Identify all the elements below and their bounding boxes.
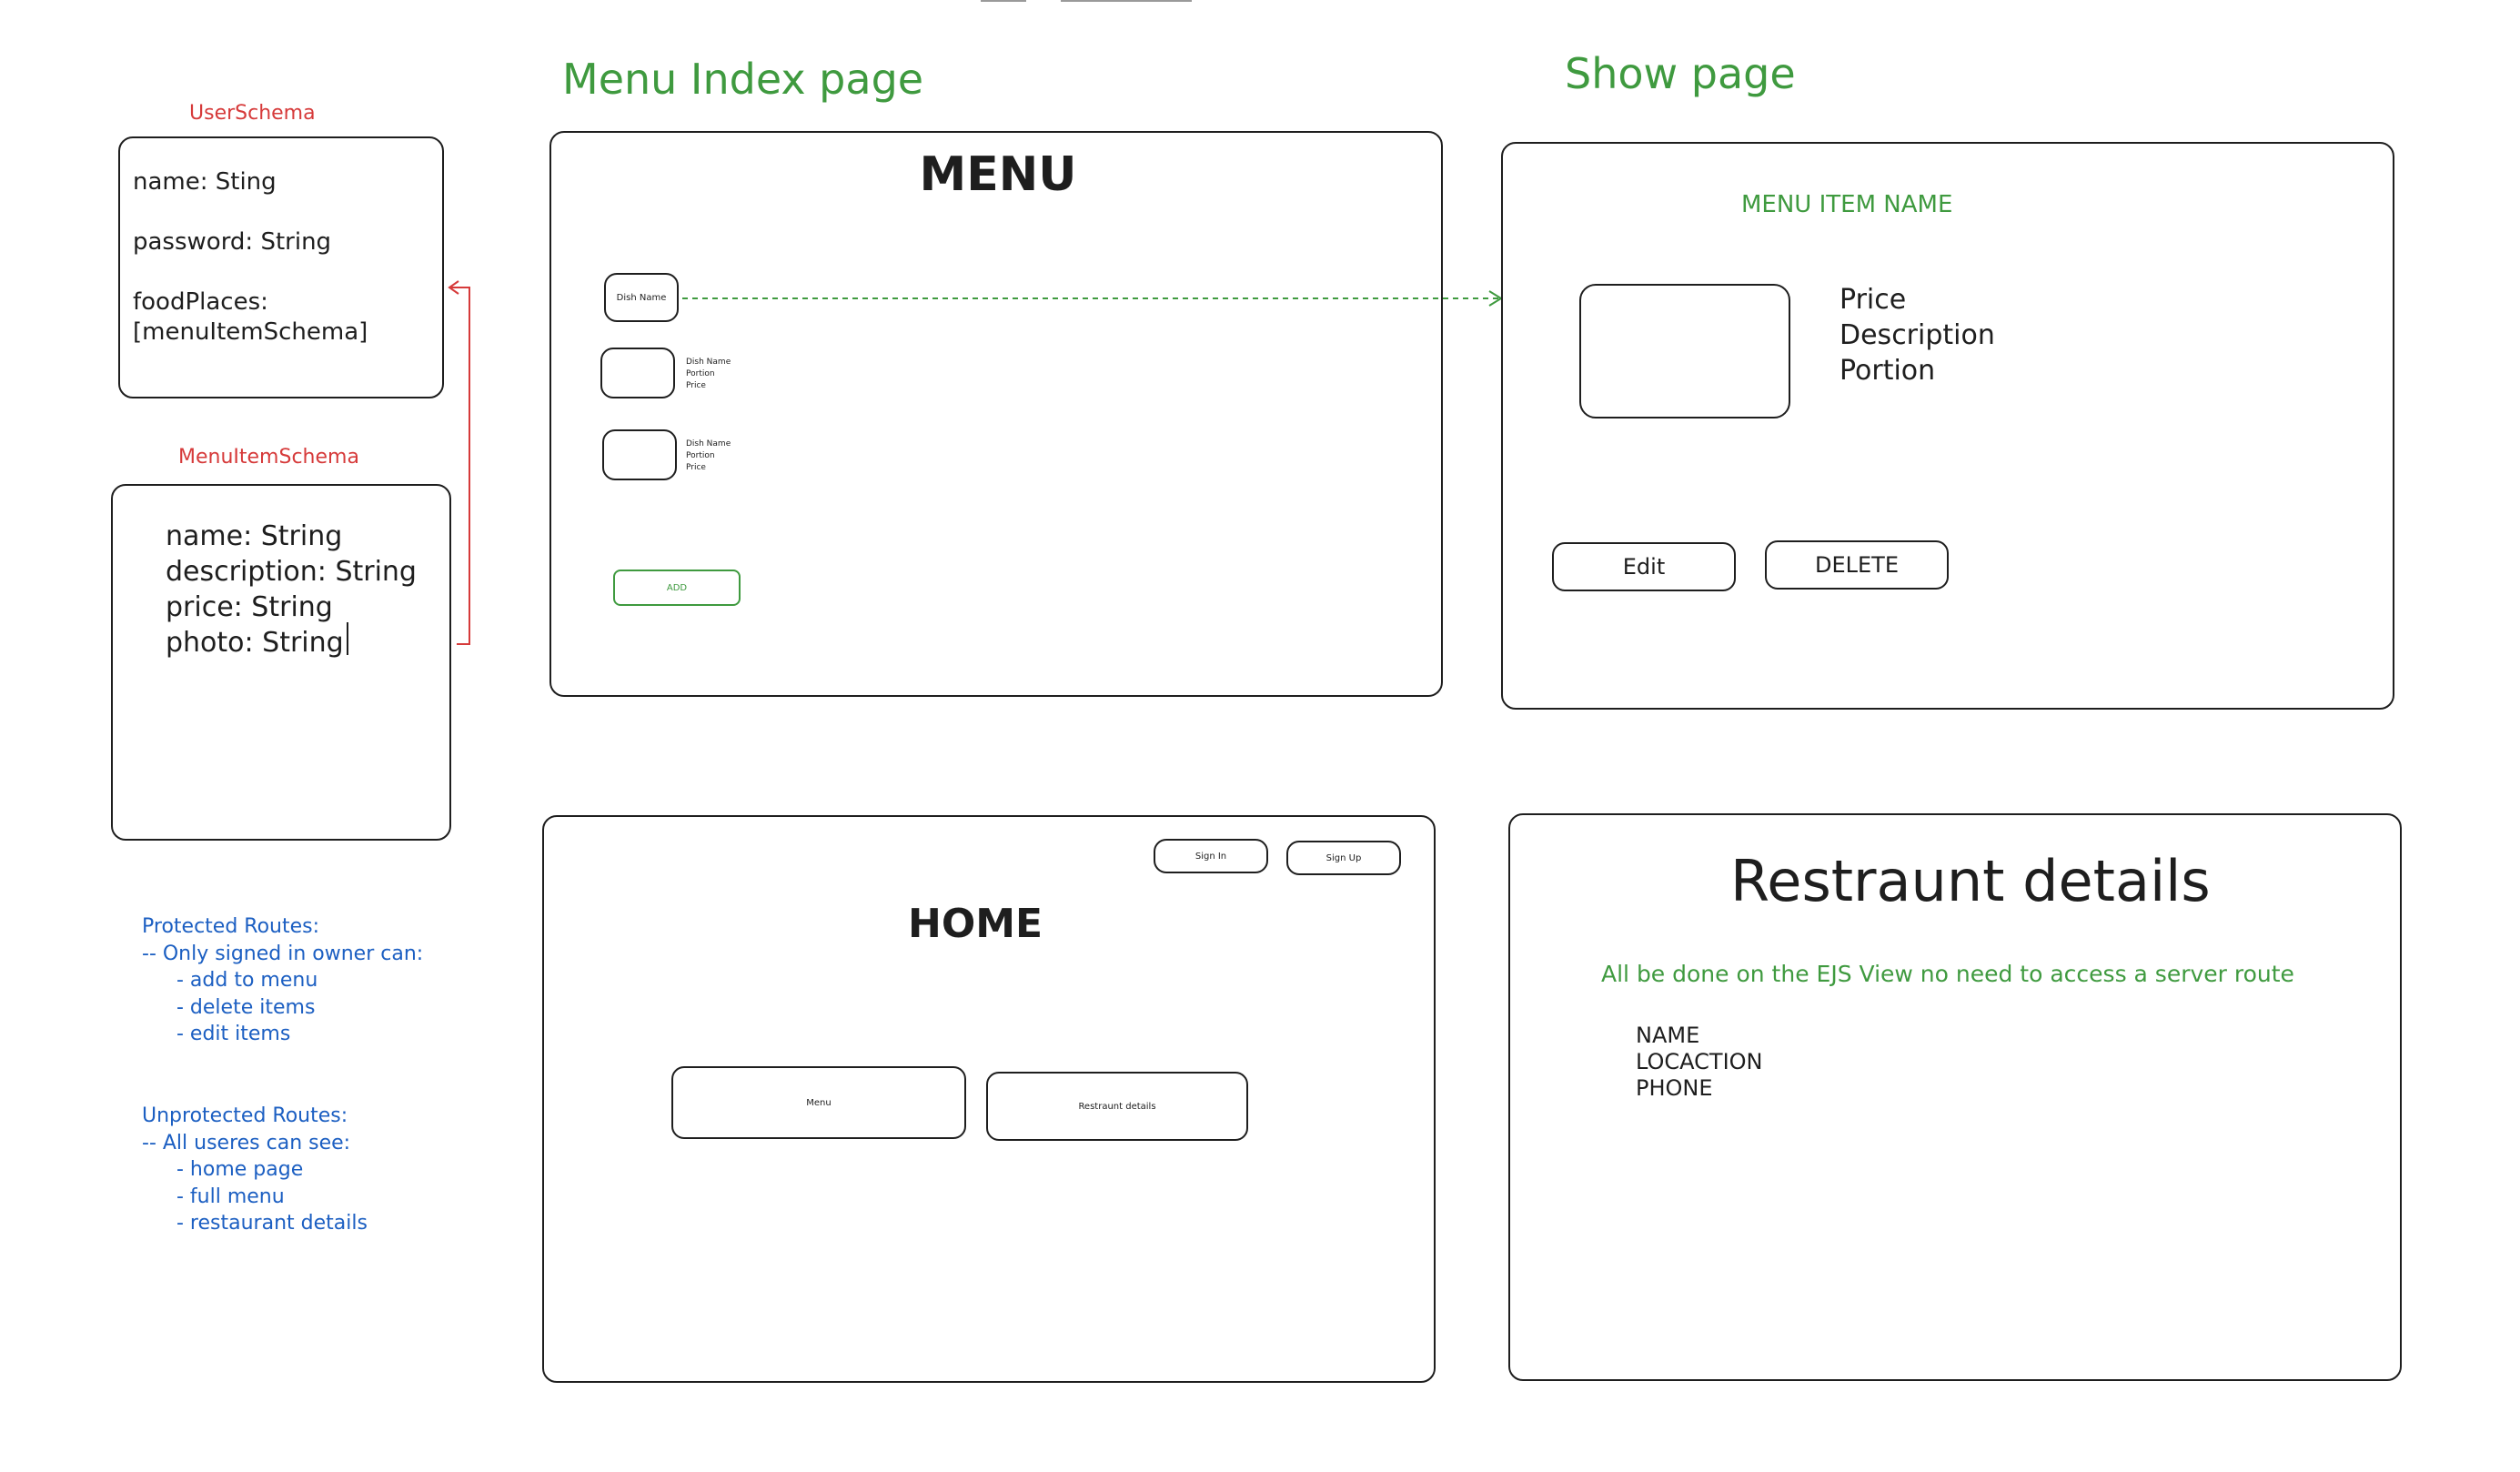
menu-item-schema-title: MenuItemSchema [178,446,359,469]
delete-button[interactable]: DELETE [1765,540,1949,590]
restaurant-field: LOCACTION [1636,1049,1763,1074]
restaurant-details-button-label: Restraunt details [1078,1101,1156,1112]
user-schema-line: foodPlaces: [133,288,268,316]
sign-in-button[interactable]: Sign In [1154,839,1268,873]
delete-button-label: DELETE [1814,552,1899,578]
restaurant-details-note: All be done on the EJS View no need to a… [1601,961,2294,987]
dish-card-3-line: Price [686,463,706,472]
show-page-title: Show page [1565,49,1796,98]
protected-route-item: - edit items [176,1023,291,1045]
top-mark-left [981,0,1026,2]
user-schema-line [133,197,368,227]
protected-route-item: - delete items [176,995,316,1019]
menu-item-schema-line: price: String [166,591,333,623]
sign-in-label: Sign In [1194,851,1227,862]
menu-button[interactable]: Menu [671,1066,966,1139]
menu-index-page-title: Menu Index page [562,55,924,104]
menu-item-detail: Description [1840,319,1995,351]
menu-to-show-arrowhead [1488,290,1503,307]
restaurant-field: PHONE [1636,1075,1713,1101]
dish-card-2-line: Dish Name [686,358,731,367]
protected-routes-title: Protected Routes: [142,915,320,938]
schema-connector-arrowhead [448,280,459,295]
user-schema-box: name: Sting password: String foodPlaces:… [118,136,444,398]
user-schema-fields: name: Sting password: String foodPlaces:… [133,167,368,348]
menu-item-photo [1579,284,1790,418]
add-button[interactable]: ADD [613,570,741,606]
unprotected-routes-title: Unprotected Routes: [142,1104,348,1127]
unprotected-route-item: - full menu [176,1185,285,1208]
menu-heading: MENU [919,147,1077,202]
home-heading: HOME [908,901,1043,947]
unprotected-route-item: - home page [176,1158,304,1181]
menu-index-frame: MENU Dish Name Dish Name Portion Price D… [549,131,1443,697]
dish-card-3-info: Dish Name Portion Price [686,439,731,474]
show-page-frame: MENU ITEM NAME Price Description Portion… [1501,142,2394,710]
dish-card-2-line: Price [686,381,706,390]
menu-item-schema-line: name: String [166,520,343,552]
menu-item-schema-fields: name: String description: String price: … [166,519,417,660]
unprotected-route-item: - restaurant details [176,1212,368,1235]
user-schema-line [133,257,368,287]
menu-item-name-heading: MENU ITEM NAME [1741,191,1953,218]
dish-card-3-thumb[interactable] [602,429,677,480]
restaurant-details-heading: Restraunt details [1730,848,2211,914]
text-cursor [347,622,348,655]
menu-item-detail: Portion [1840,355,1936,387]
sign-up-label: Sign Up [1326,852,1362,863]
menu-item-detail: Price [1840,284,1907,316]
user-schema-line: name: Sting [133,168,277,196]
dish-card-2-thumb[interactable] [600,348,675,398]
schema-connector [451,287,470,645]
unprotected-routes: Unprotected Routes: -- All useres can se… [142,1103,368,1237]
restaurant-details-button[interactable]: Restraunt details [986,1072,1248,1141]
dish-card-2-info: Dish Name Portion Price [686,357,731,392]
dish-card-2-line: Portion [686,369,715,378]
protected-routes-intro: -- Only signed in owner can: [142,942,424,965]
user-schema-line: password: String [133,228,332,256]
user-schema-line: [menuItemSchema] [133,318,368,346]
dish-card-3-line: Portion [686,451,715,460]
edit-button-label: Edit [1622,554,1666,580]
dish-card-1[interactable]: Dish Name [604,273,679,322]
top-mark-right [1061,0,1192,2]
home-page-frame: Sign In Sign Up HOME Menu Restraunt deta… [542,815,1436,1383]
restaurant-field: NAME [1636,1023,1700,1048]
sign-up-button[interactable]: Sign Up [1286,841,1401,875]
edit-button[interactable]: Edit [1552,542,1736,591]
restaurant-details-fields: NAME LOCACTION PHONE [1636,1023,1763,1102]
menu-item-schema-box: name: String description: String price: … [111,484,451,841]
menu-button-label: Menu [806,1097,832,1108]
add-button-label: ADD [666,582,688,593]
protected-route-item: - add to menu [176,969,318,992]
dish-card-3-line: Dish Name [686,439,731,449]
restaurant-details-frame: Restraunt details All be done on the EJS… [1508,813,2402,1381]
menu-item-schema-line: photo: String [166,627,344,659]
unprotected-routes-intro: -- All useres can see: [142,1131,351,1154]
user-schema-title: UserSchema [189,102,316,125]
menu-item-schema-line: description: String [166,556,417,588]
protected-routes: Protected Routes: -- Only signed in owne… [142,913,423,1048]
dish-card-1-label: Dish Name [616,292,667,303]
menu-item-details: Price Description Portion [1840,282,1995,388]
